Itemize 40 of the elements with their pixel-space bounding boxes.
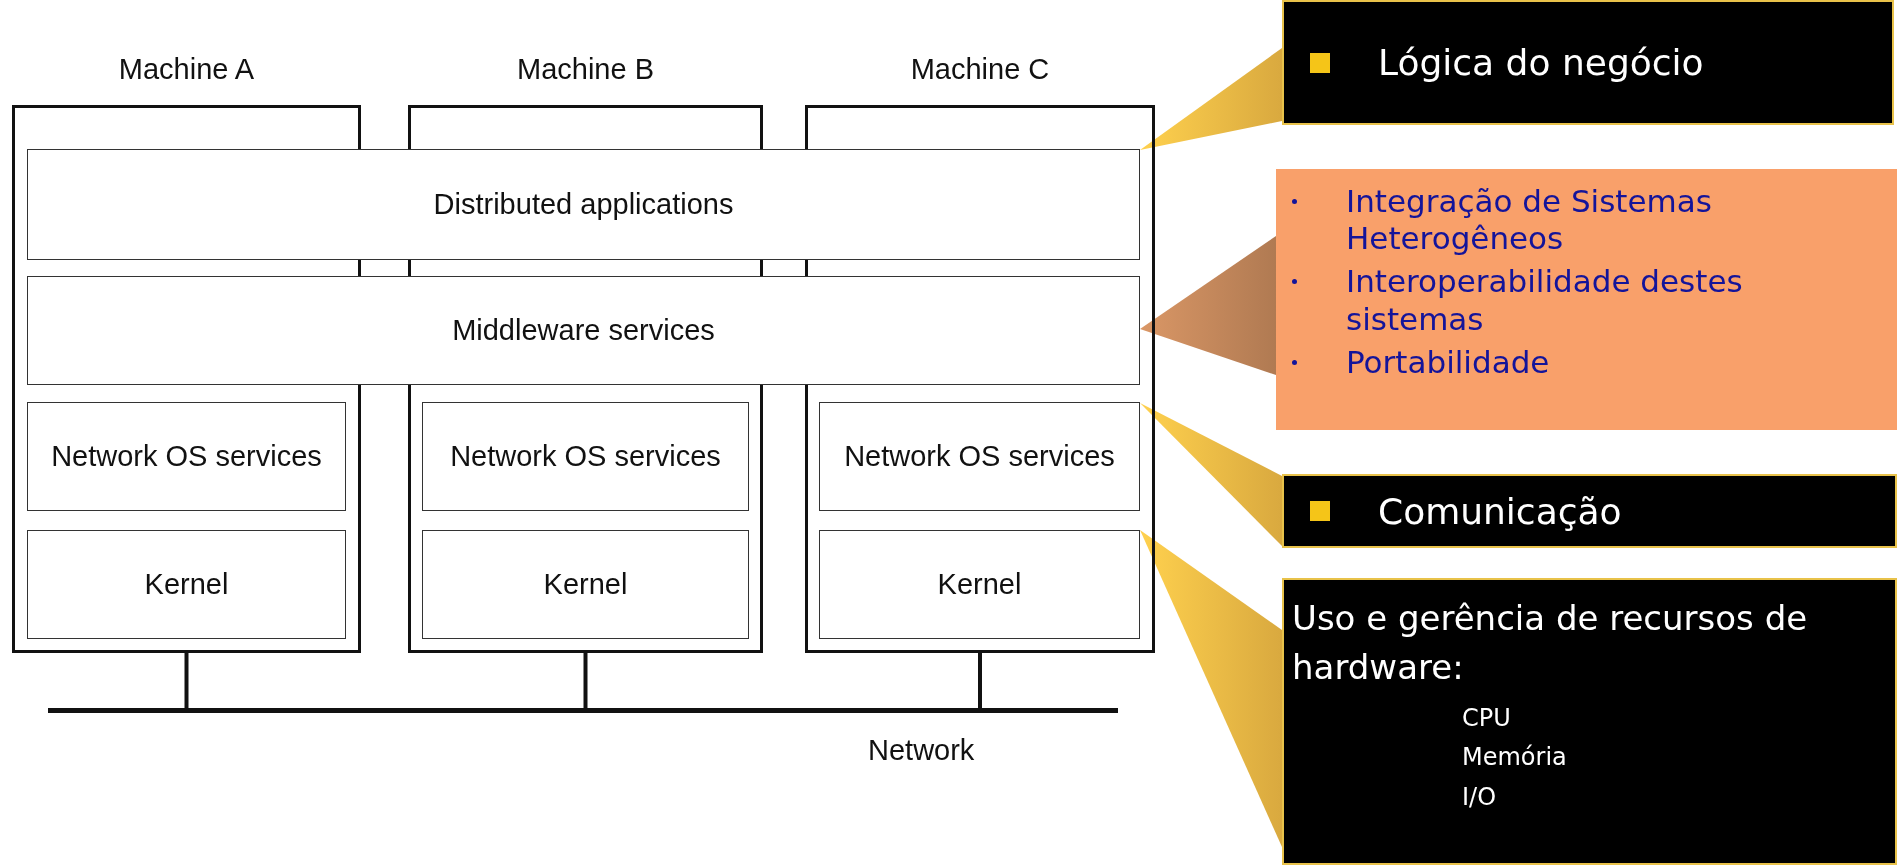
list-item: CPU [1461,702,1512,734]
connector-line [184,653,189,709]
layer-label: Network OS services [450,439,721,475]
callout-pointer [1140,236,1276,375]
bullet-item: Portabilidade [1346,343,1551,381]
layer-box [422,402,749,511]
callout-text: Uso e gerência de recursos de hardware: [1292,597,1809,690]
list-item: Memória [1461,742,1568,774]
callout-pointer [1140,48,1282,150]
layer-box [27,530,346,639]
callout-text: Lógica do negócio [1378,42,1704,83]
machine-label: Machine A [117,52,256,87]
connector-line [978,653,982,709]
bullet-item: Integração de Sistemas Heterogêneos [1346,183,1713,258]
layer-box [27,276,1140,385]
layer-label: Kernel [543,567,628,603]
layer-label: Middleware services [452,313,715,349]
machine-label: Machine C [909,52,1051,87]
callout-box [1276,169,1897,430]
layer-label: Distributed applications [433,187,734,223]
machine-label: Machine B [516,52,655,87]
list-item: I/O [1461,781,1498,813]
callout-pointer [1140,403,1282,546]
callout-box [1282,474,1897,548]
layer-label: Kernel [937,567,1022,603]
layer-box [819,530,1140,639]
layer-box [27,402,346,511]
network-label: Network [868,734,975,767]
layer-label: Network OS services [844,439,1115,475]
layer-label: Network OS services [51,439,322,475]
layer-box [422,530,749,639]
callout-box [1282,578,1897,865]
layer-box [27,149,1140,260]
callout-text: Comunicação [1378,490,1622,532]
callout-pointer [1140,530,1282,847]
connector-line [583,653,588,709]
callout-box [1282,0,1894,125]
layer-box [819,402,1140,511]
bullet-item: Interoperabilidade destes sistemas [1346,263,1744,338]
layer-label: Kernel [144,567,229,603]
